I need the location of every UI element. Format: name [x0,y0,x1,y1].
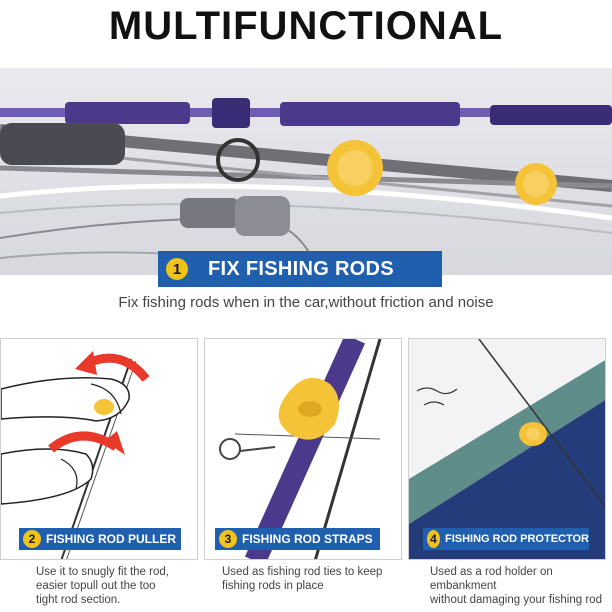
rod-protector-description: Used as a rod holder on embankment witho… [430,565,602,607]
banner-label: FIX FISHING RODS [208,257,394,280]
description-line: fishing rods in place [222,580,324,592]
description-line: easier topull out the too [36,580,156,592]
rod-puller-description: Use it to snugly fit the rod, easier top… [36,565,169,607]
step-number-badge: 2 [23,530,41,548]
panel-title: FISHING ROD PROTECTOR [444,533,589,545]
rod-puller-label: 2 FISHING ROD PULLER [19,528,181,550]
step-number-badge: 4 [427,530,440,548]
hero-illustration [0,68,612,276]
description-line: Use it to snugly fit the rod, [36,566,169,578]
description-line: without damaging your fishing rod [430,594,602,606]
hero-caption: Fix fishing rods when in the car,without… [118,294,494,311]
description-line: tight rod section. [36,594,121,606]
page-title: MULTIFUNCTIONAL [108,4,504,48]
rod-straps-panel: 3 FISHING ROD STRAPS [204,338,402,560]
panel-title: FISHING ROD STRAPS [242,532,373,546]
rod-straps-label: 3 FISHING ROD STRAPS [215,528,380,550]
fix-fishing-rods-banner: 1 FIX FISHING RODS [158,251,442,287]
rod-straps-description: Used as fishing rod ties to keep fishing… [222,565,382,593]
rod-protector-panel: 4 FISHING ROD PROTECTOR [408,338,606,560]
panel-title: FISHING ROD PULLER [46,532,177,546]
description-line: embankment [430,580,497,592]
step-number-badge: 1 [166,258,188,280]
description-line: Used as fishing rod ties to keep [222,566,383,578]
step-number-badge: 3 [219,530,237,548]
rod-puller-panel: 2 FISHING ROD PULLER [0,338,198,560]
rod-protector-label: 4 FISHING ROD PROTECTOR [423,528,589,550]
description-line: Used as a rod holder on [430,566,553,578]
